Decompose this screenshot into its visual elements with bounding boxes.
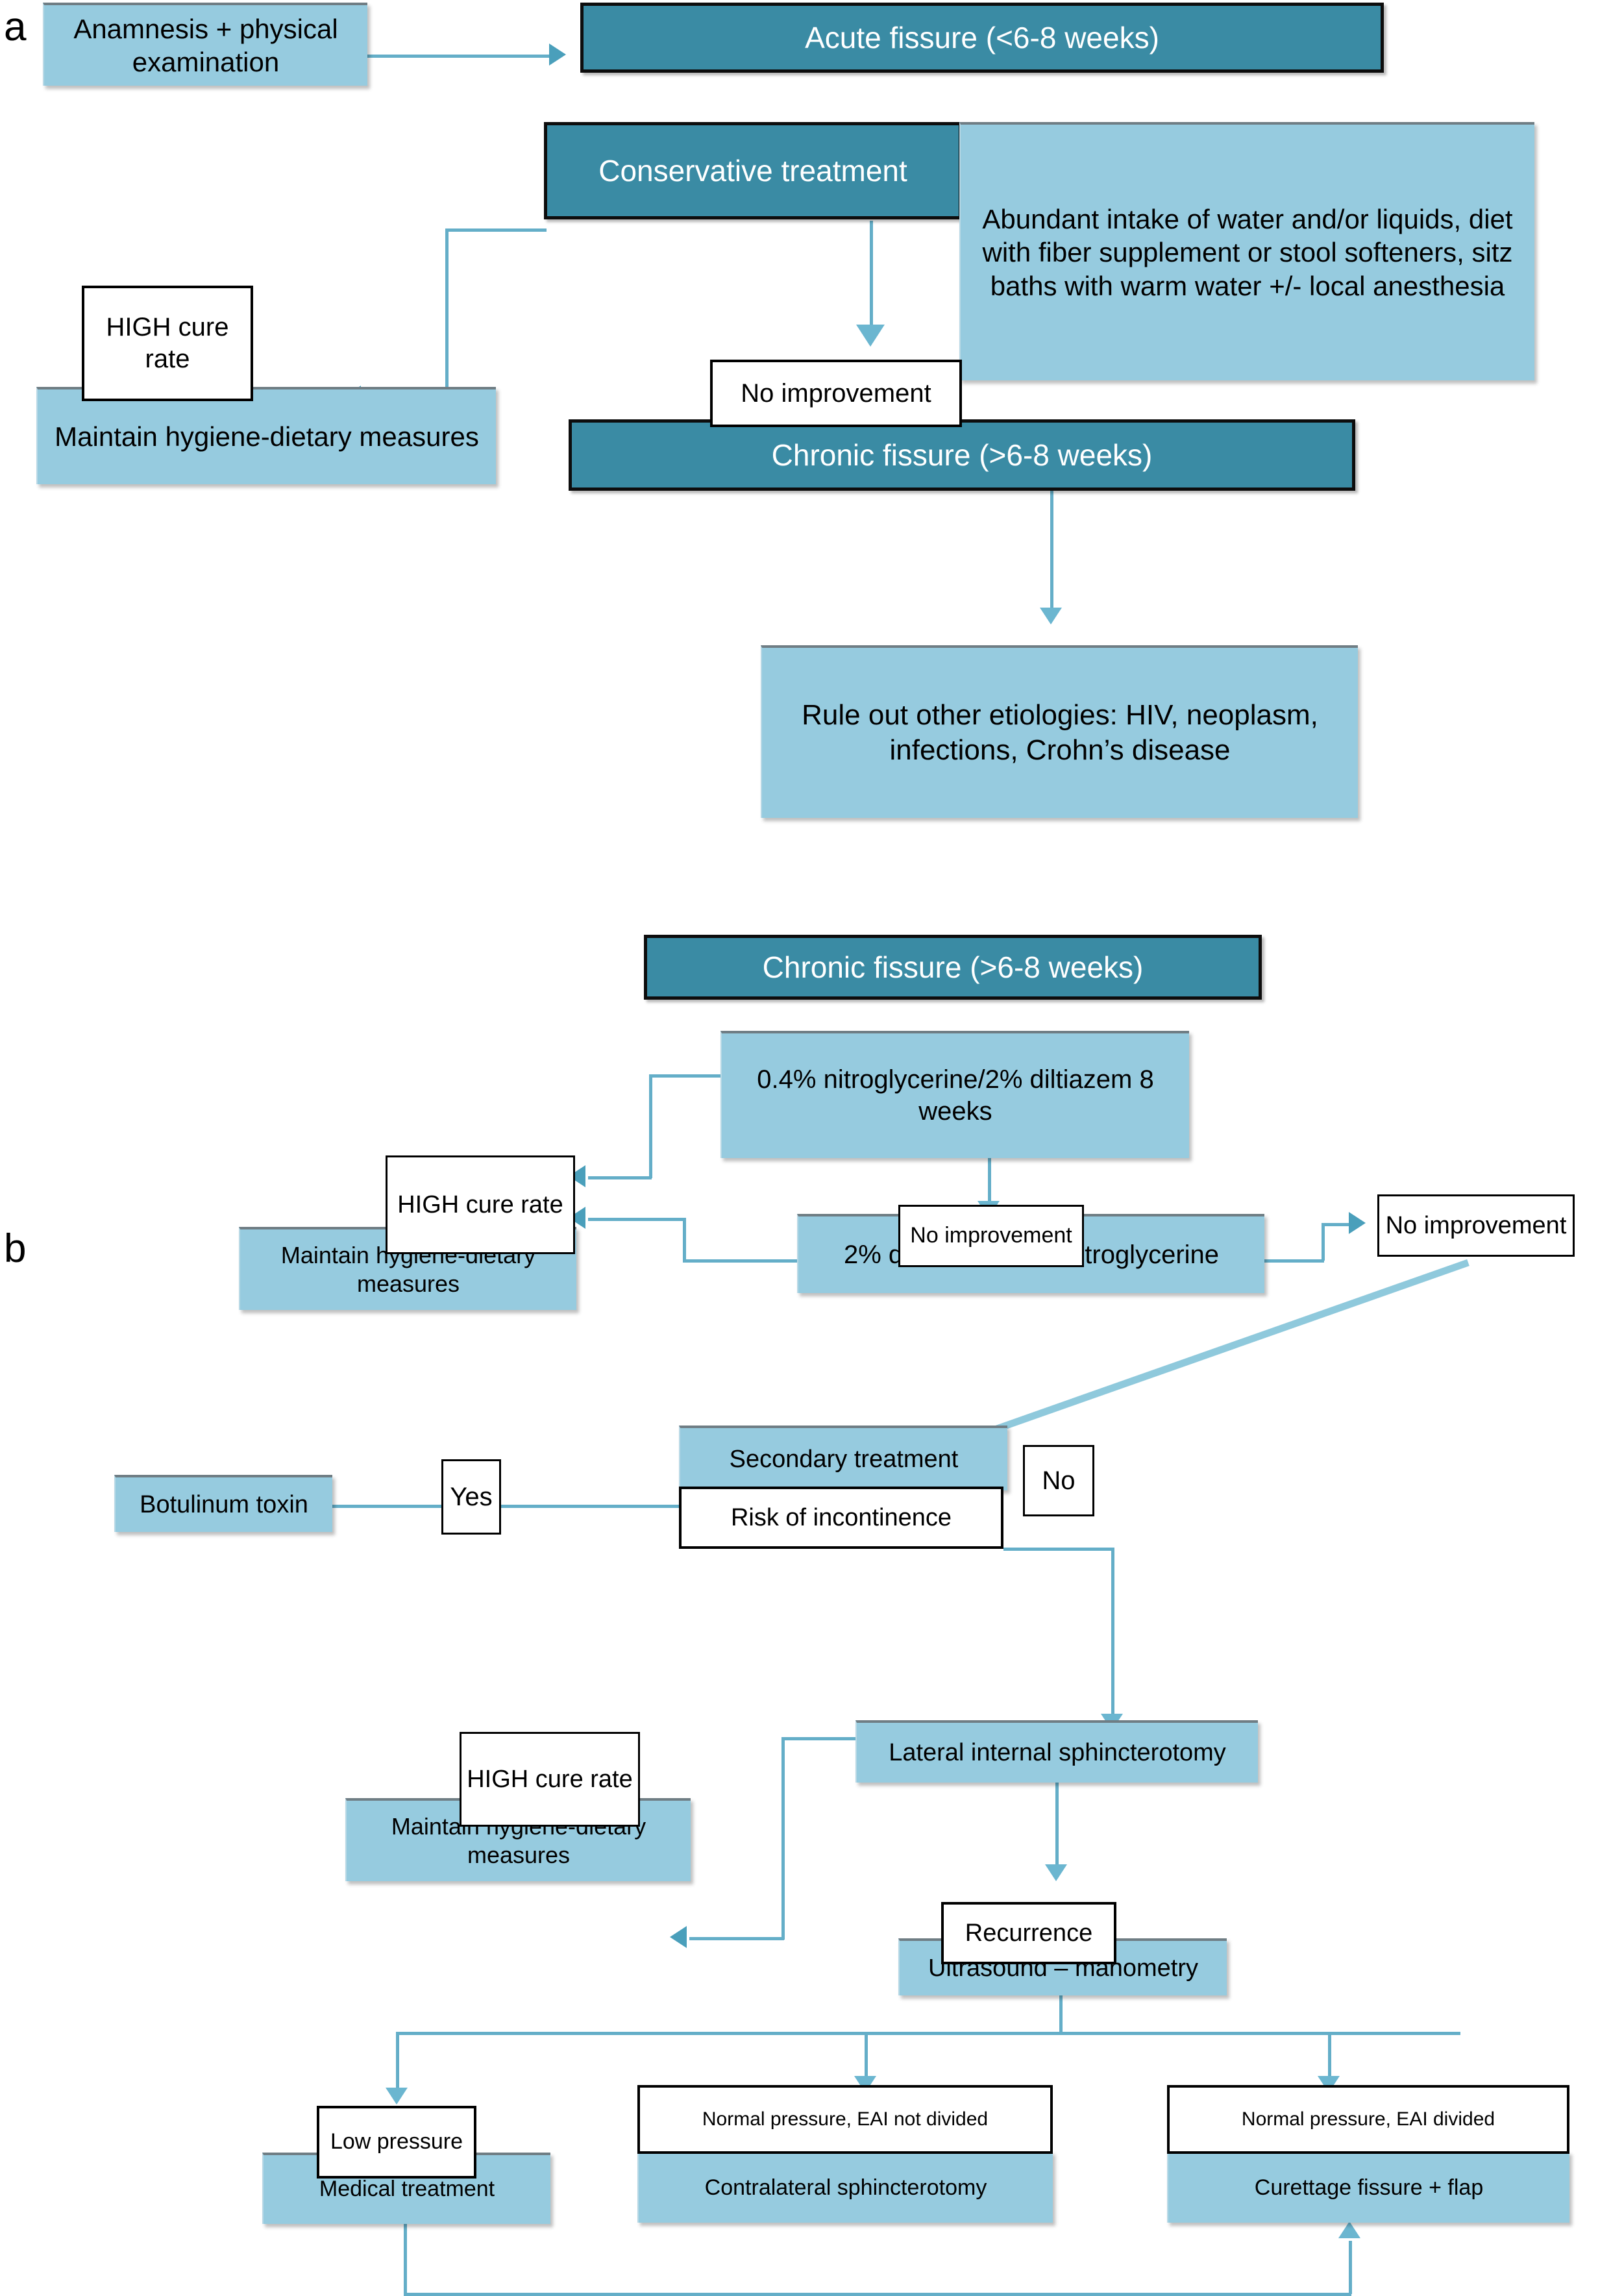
connector-feedback-h: [404, 2293, 1351, 2296]
label-no: No: [1023, 1445, 1094, 1516]
connector-branch3-v: [1328, 2032, 1331, 2080]
node-rule-out-etiologies: Rule out other etiologies: HIV, neoplasm…: [761, 645, 1358, 818]
node-conservative-treatment: Conservative treatment: [544, 122, 962, 219]
connector-lis-to-measures-h2: [689, 1937, 784, 1940]
connector-branch1-v: [396, 2032, 399, 2092]
arrowhead-chronic-to-ruleout: [1040, 608, 1062, 624]
node-chronic-fissure-b: Chronic fissure (>6-8 weeks): [644, 935, 1262, 1000]
connector-anamnesis-to-acute: [367, 55, 549, 58]
node-contralateral-sphincterotomy: Contralateral sphincterotomy: [637, 2151, 1053, 2223]
node-high-cure-rate-a: HIGH cure rate: [82, 286, 253, 401]
node-botulinum-toxin: Botulinum toxin: [114, 1475, 332, 1532]
node-curettage-flap: Curettage fissure + flap: [1167, 2151, 1569, 2223]
node-secondary-treatment: Secondary treatment: [679, 1426, 1007, 1490]
connector-chronic-to-ruleout: [1050, 491, 1053, 611]
node-lateral-internal-sphincterotomy: Lateral internal sphincterotomy: [855, 1720, 1258, 1783]
node-anamnesis: Anamnesis + physical examination: [43, 3, 367, 86]
connector-us-bus-horizontal: [396, 2032, 1460, 2035]
connector-drug2-to-noimp2-v: [1322, 1223, 1325, 1261]
node-first-line-drug: 0.4% nitroglycerine/2% diltiazem 8 weeks: [720, 1031, 1189, 1158]
connector-risk-to-lis-h: [1003, 1548, 1114, 1551]
arrowhead-anamnesis-to-acute: [549, 43, 566, 66]
connector-us-bus-stem: [1059, 1995, 1063, 2033]
arrowhead-lis-to-recurrence: [1045, 1864, 1067, 1881]
node-recurrence: Recurrence: [941, 1902, 1116, 1964]
connector-drug-to-noimp1: [988, 1158, 991, 1205]
connector-drug-to-cure-h2: [588, 1176, 652, 1179]
connector-feedback-v-right: [1349, 2241, 1352, 2294]
connector-branch2-v: [865, 2032, 868, 2080]
arrowhead-drug2-to-noimp2: [1349, 1212, 1366, 1234]
arrowhead-lis-to-measures: [670, 1926, 687, 1948]
flowchart-canvas: a Anamnesis + physical examination Acute…: [4, 3, 1575, 2296]
node-normal-pressure-not-divided: Normal pressure, EAI not divided: [637, 2085, 1053, 2154]
connector-lis-to-measures-v: [781, 1737, 785, 1940]
node-high-cure-rate-b1: HIGH cure rate: [386, 1155, 575, 1254]
connector-conservative-to-noimp: [870, 221, 873, 330]
panel-label-a: a: [4, 5, 27, 49]
connector-feedback-v-left: [404, 2223, 407, 2295]
connector-drug2-to-cure-v: [683, 1218, 686, 1262]
node-risk-of-incontinence: Risk of incontinence: [679, 1487, 1003, 1549]
panel-label-b: b: [4, 1226, 27, 1271]
node-conservative-detail: Abundant intake of water and/or liquids,…: [959, 122, 1534, 380]
connector-lis-to-measures-h1: [781, 1737, 859, 1740]
connector-drug-to-cure-h1: [649, 1074, 722, 1078]
connector-drug2-to-noimp2-h1: [1262, 1259, 1324, 1263]
node-no-improvement-b2: No improvement: [1377, 1194, 1575, 1257]
connector-drug2-to-cure-h2: [588, 1218, 685, 1221]
node-no-improvement-a: No improvement: [710, 360, 962, 427]
arrowhead-conservative-to-noimp: [856, 325, 885, 347]
node-no-improvement-b1: No improvement: [898, 1205, 1084, 1267]
label-yes: Yes: [441, 1459, 501, 1535]
connector-risk-to-lis-v: [1111, 1548, 1114, 1722]
connector-lis-to-recurrence: [1055, 1783, 1059, 1868]
connector-drug-to-cure-v: [649, 1074, 652, 1178]
arrowhead-branch1: [386, 2088, 408, 2105]
node-chronic-fissure-a: Chronic fissure (>6-8 weeks): [569, 419, 1355, 491]
arrowhead-feedback-to-curettage: [1338, 2221, 1360, 2238]
node-high-cure-rate-b2: HIGH cure rate: [460, 1732, 640, 1827]
connector-drug2-to-cure-h1: [683, 1259, 801, 1263]
connector-conservative-to-cure-h1: [445, 228, 547, 232]
connector-drug2-to-noimp2-h2: [1322, 1223, 1350, 1226]
connector-conservative-to-cure-v: [445, 228, 449, 399]
node-low-pressure: Low pressure: [317, 2106, 476, 2179]
node-maintain-measures-a: Maintain hygiene-dietary measures: [36, 387, 496, 484]
node-acute-fissure: Acute fissure (<6-8 weeks): [580, 3, 1384, 73]
node-normal-pressure-divided: Normal pressure, EAI divided: [1167, 2085, 1569, 2154]
